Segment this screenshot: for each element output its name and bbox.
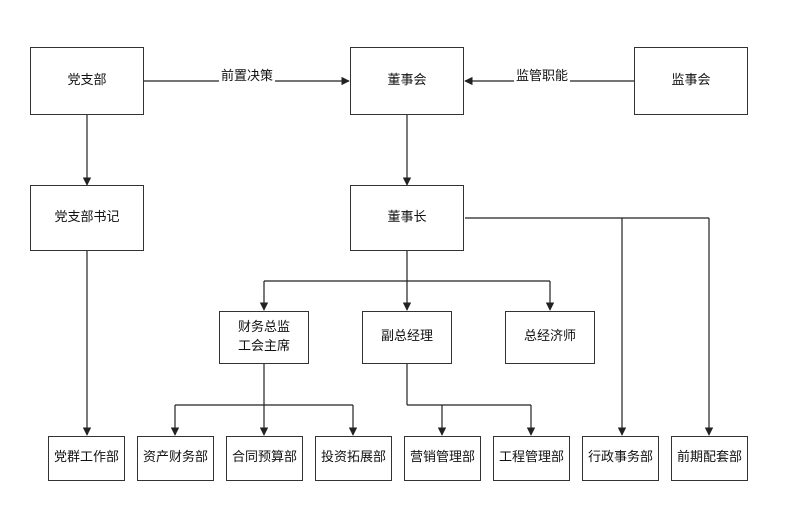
node-cfo: 财务总监 工会主席	[219, 311, 309, 364]
node-board: 董事会	[350, 47, 464, 115]
node-preliminary-dept: 前期配套部	[671, 436, 748, 481]
node-chief-economist: 总经济师	[505, 311, 595, 364]
node-marketing-dept-label: 营销管理部	[409, 450, 475, 466]
node-marketing-dept: 营销管理部	[404, 436, 481, 481]
node-contract-budget-dept: 合同预算部	[226, 436, 303, 481]
node-preliminary-dept-label: 前期配套部	[676, 450, 742, 466]
node-deputy-gm: 副总经理	[362, 311, 452, 364]
node-investment-dept-label: 投资拓展部	[320, 450, 386, 466]
edge-label-prior-decision: 前置决策	[219, 65, 276, 84]
node-party-affairs-dept-label: 党群工作部	[53, 450, 119, 466]
node-admin-dept-label: 行政事务部	[587, 450, 653, 466]
node-engineering-dept: 工程管理部	[493, 436, 570, 481]
node-cfo-label-line2: 工会主席	[237, 338, 290, 354]
node-admin-dept: 行政事务部	[582, 436, 659, 481]
node-party-secretary: 党支部书记	[30, 185, 144, 251]
node-asset-finance-dept-label: 资产财务部	[142, 450, 208, 466]
node-party-secretary-label: 党支部书记	[54, 209, 120, 225]
node-cfo-label-line1: 财务总监	[237, 319, 290, 335]
node-deputy-gm-label: 副总经理	[380, 329, 433, 345]
node-contract-budget-dept-label: 合同预算部	[231, 450, 297, 466]
node-chairman-label: 董事长	[387, 209, 427, 225]
node-asset-finance-dept: 资产财务部	[137, 436, 214, 481]
node-party-affairs-dept: 党群工作部	[48, 436, 125, 481]
node-supervisory-board-label: 监事会	[671, 72, 711, 88]
node-supervisory-board: 监事会	[634, 47, 748, 115]
node-engineering-dept-label: 工程管理部	[498, 450, 564, 466]
node-investment-dept: 投资拓展部	[315, 436, 392, 481]
node-chief-economist-label: 总经济师	[523, 329, 576, 345]
node-board-label: 董事会	[387, 72, 427, 88]
edge-label-supervision: 监管职能	[514, 65, 571, 84]
node-chairman: 董事长	[350, 185, 464, 251]
node-party-branch: 党支部	[30, 47, 144, 115]
node-party-branch-label: 党支部	[67, 72, 107, 88]
